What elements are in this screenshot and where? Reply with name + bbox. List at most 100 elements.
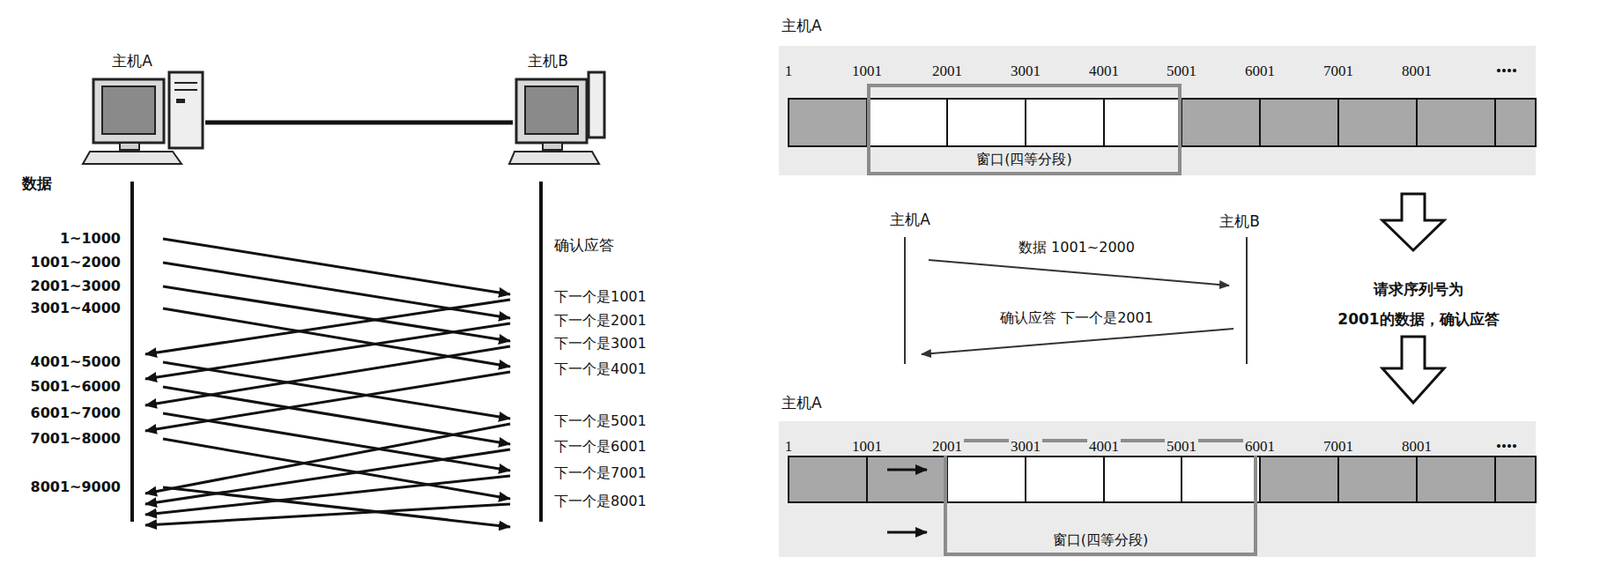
data-range: 7001~8000: [30, 429, 121, 447]
panel-ground: [778, 421, 1536, 557]
data-range: 8001~9000: [30, 478, 121, 496]
message-arrow: [145, 371, 511, 431]
sequence-number: 3001: [1008, 437, 1043, 456]
message-arrow: [887, 468, 927, 472]
sequence-number: ••••: [1494, 437, 1519, 456]
host-label: 主机A: [781, 393, 823, 412]
timeline: [903, 237, 906, 364]
panel-ground: [778, 45, 1536, 176]
host-computer: 主机B: [512, 49, 608, 168]
ack-title: 确认应答: [554, 236, 615, 254]
sequence-number: 4001: [1087, 437, 1121, 456]
timeline: [130, 181, 134, 522]
sequence-cell: [1259, 456, 1339, 503]
ack-label: 下一个是2001: [554, 311, 647, 329]
sequence-cell: [947, 456, 1026, 503]
data-range: 2001~3000: [30, 277, 121, 295]
sequence-cell: [1416, 98, 1496, 147]
timeline: [539, 181, 543, 522]
computer-icon: [509, 72, 605, 164]
message-arrow: [145, 475, 511, 515]
sequence-cell: [1495, 456, 1536, 503]
message-arrows: [145, 238, 1234, 533]
sequence-cell: [1338, 98, 1417, 147]
sequence-number: 8001: [1400, 437, 1434, 456]
message-arrow: [162, 413, 511, 471]
sequence-number: 7001: [1321, 437, 1356, 456]
sequence-cell: [1416, 456, 1496, 503]
sequence-number: 1: [783, 437, 795, 456]
network-cable: [205, 120, 513, 126]
sequence-number: 5001: [1164, 437, 1199, 456]
message-arrow: [887, 531, 927, 534]
timeline: [1245, 237, 1248, 364]
sequence-number: ••••: [1494, 62, 1519, 81]
message-arrow: [162, 308, 511, 367]
sequence-cell: [866, 98, 948, 147]
sequence-cell: [866, 456, 948, 503]
ack-label: 下一个是4001: [554, 360, 647, 378]
host-computer: 主机A: [88, 49, 206, 168]
sequence-number: 2001: [930, 62, 964, 81]
sequence-cell: [1025, 98, 1104, 147]
note-text: 2001的数据，确认应答: [1337, 310, 1499, 328]
sequence-number: 1001: [850, 62, 884, 81]
sequence-cell: [947, 98, 1026, 147]
ack-label: 下一个是1001: [554, 288, 647, 305]
message-arrow: [162, 438, 511, 499]
sequence-cell: [1259, 98, 1339, 147]
message-arrow: [162, 286, 511, 341]
sequence-cell: [1025, 456, 1104, 503]
sequence-cell: [1103, 456, 1182, 503]
arrow-label: 数据 1001~2000: [1016, 238, 1137, 256]
sequence-number: 5001: [1164, 62, 1199, 81]
message-arrow: [921, 328, 1234, 355]
message-arrow: [145, 503, 511, 526]
sequence-cell: [1181, 456, 1260, 503]
host-label: 主机B: [527, 51, 569, 72]
window-label: 窗口(四等分段): [976, 150, 1072, 170]
data-range: 6001~7000: [30, 404, 121, 422]
message-arrow: [162, 238, 511, 295]
sequence-cell: [788, 98, 867, 147]
sequence-number: 6001: [1243, 437, 1277, 456]
computer-icon: [82, 72, 203, 164]
window-frame: 窗口(四等分段): [866, 83, 1182, 176]
axis-title: 数据: [22, 174, 52, 193]
sequence-cell: [1181, 98, 1260, 147]
message-arrow: [162, 386, 511, 445]
message-arrow: [928, 259, 1230, 286]
data-range: 5001~6000: [30, 377, 121, 395]
sequence-cell: [1103, 98, 1182, 147]
sequence-number: 6001: [1243, 62, 1277, 81]
sequence-number: 3001: [1008, 62, 1043, 81]
data-range: 3001~4000: [30, 299, 121, 317]
flow-arrow: [1382, 336, 1445, 403]
sequence-number: 8001: [1400, 62, 1434, 81]
message-arrow: [145, 346, 511, 406]
message-arrow: [162, 262, 511, 319]
ack-label: 下一个是5001: [554, 412, 647, 430]
data-range: 1001~2000: [30, 253, 121, 271]
host-label: 主机B: [1219, 212, 1260, 230]
sequence-number: 1: [783, 62, 795, 81]
sequence-number: 4001: [1087, 62, 1121, 81]
note-text: 请求序列号为: [1373, 280, 1464, 298]
window-label: 窗口(四等分段): [1052, 531, 1149, 550]
sequence-cell: [1495, 98, 1536, 147]
data-range: 4001~5000: [30, 353, 121, 371]
sequence-cell: [788, 456, 867, 503]
host-label: 主机A: [889, 210, 931, 229]
message-arrow: [145, 323, 511, 379]
ack-label: 下一个是7001: [554, 464, 647, 482]
sequence-number: 7001: [1321, 62, 1356, 81]
data-range: 1~1000: [59, 229, 121, 247]
sequence-number: 2001: [930, 437, 964, 456]
message-arrow: [145, 299, 511, 355]
window-frame: 窗口(四等分段): [943, 438, 1258, 556]
sequence-number: 1001: [850, 437, 884, 456]
